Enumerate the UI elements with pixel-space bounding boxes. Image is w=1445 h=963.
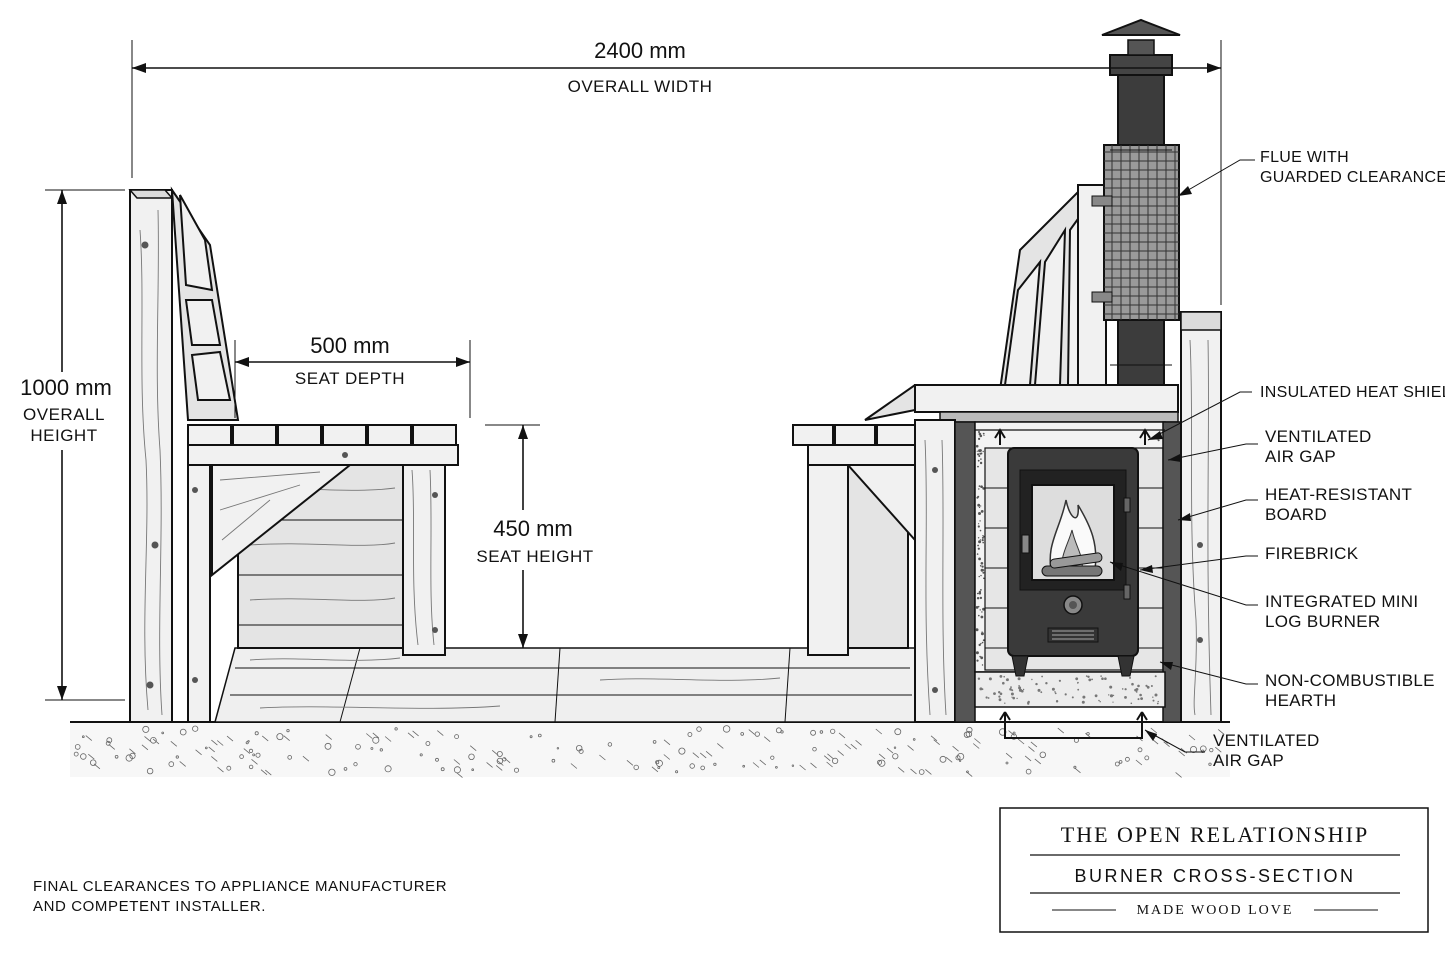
seat-slat <box>187 424 232 446</box>
callout-burner-line1: INTEGRATED MINI <box>1265 592 1418 611</box>
log-burner-stove <box>1007 447 1139 677</box>
callout-hearth: NON-COMBUSTIBLE HEARTH <box>1159 661 1435 710</box>
callout-heat-shield: INSULATED HEAT SHIELD <box>1147 384 1445 441</box>
callout-firebrick: FIREBRICK <box>1139 544 1359 573</box>
seat-depth-value: 500 mm <box>310 333 389 358</box>
callout-air-gap-bottom-line2: AIR GAP <box>1213 751 1284 770</box>
callout-air-gap-top-line2: AIR GAP <box>1265 447 1336 466</box>
ground <box>70 721 1230 778</box>
seat-depth-label: SEAT DEPTH <box>295 369 405 388</box>
callout-hearth-line2: HEARTH <box>1265 691 1336 710</box>
seat-slat <box>322 424 367 446</box>
callout-air-gap-bottom: VENTILATED AIR GAP <box>1144 729 1320 770</box>
seat-slat <box>232 424 277 446</box>
backrest-slats <box>179 194 232 401</box>
seat-slat <box>834 424 876 446</box>
note-line1: FINAL CLEARANCES TO APPLIANCE MANUFACTUR… <box>33 878 447 895</box>
callout-flue-line1: FLUE WITH <box>1260 149 1349 166</box>
dimension-seat-depth: 500 mm SEAT DEPTH <box>234 333 471 418</box>
seat-height-value: 450 mm <box>493 516 572 541</box>
callout-firebrick-text: FIREBRICK <box>1265 544 1359 563</box>
callout-hearth-line1: NON-COMBUSTIBLE <box>1265 671 1435 690</box>
dimension-overall-width: 2400 mm OVERALL WIDTH <box>131 38 1222 305</box>
left-seat-slats <box>187 424 457 446</box>
dimension-overall-height: 1000 mm OVERALL HEIGHT <box>20 189 125 701</box>
seat-slat <box>277 424 322 446</box>
callout-flue-line2: GUARDED CLEARANCE <box>1260 169 1445 186</box>
paved-floor <box>214 647 916 723</box>
height-value: 1000 mm <box>20 375 112 400</box>
credit-text: MADE WOOD LOVE <box>1137 903 1294 918</box>
callout-board-line2: BOARD <box>1265 505 1327 524</box>
callout-burner: INTEGRATED MINI LOG BURNER <box>1109 561 1418 631</box>
seat-height-label: SEAT HEIGHT <box>476 547 593 566</box>
seat-slat <box>876 424 918 446</box>
seat-slat <box>412 424 457 446</box>
seat-slat <box>792 424 834 446</box>
right-bench-with-burner <box>792 18 1222 739</box>
subtitle-text: BURNER CROSS-SECTION <box>1074 866 1355 886</box>
installer-note: FINAL CLEARANCES TO APPLIANCE MANUFACTUR… <box>33 878 447 915</box>
title-block: THE OPEN RELATIONSHIP BURNER CROSS-SECTI… <box>999 807 1429 933</box>
callout-burner-line2: LOG BURNER <box>1265 612 1380 631</box>
width-label: OVERALL WIDTH <box>568 77 713 96</box>
callout-flue: FLUE WITH GUARDED CLEARANCE <box>1177 149 1445 197</box>
height-label-2: HEIGHT <box>30 426 97 445</box>
callout-board-line1: HEAT-RESISTANT <box>1265 485 1412 504</box>
width-value: 2400 mm <box>594 38 686 63</box>
title-text: THE OPEN RELATIONSHIP <box>1061 822 1369 847</box>
height-label-1: OVERALL <box>23 405 105 424</box>
callout-air-gap-bottom-line1: VENTILATED <box>1213 731 1320 750</box>
callout-air-gap-top: VENTILATED AIR GAP <box>1167 427 1372 466</box>
flue-pipe <box>1091 18 1181 386</box>
right-seat-slats <box>792 424 918 446</box>
note-line2: AND COMPETENT INSTALLER. <box>33 898 266 915</box>
dimension-seat-height: 450 mm SEAT HEIGHT <box>476 424 593 649</box>
left-bench <box>128 186 459 723</box>
callout-air-gap-top-line1: VENTILATED <box>1265 427 1372 446</box>
seat-slat <box>367 424 412 446</box>
callout-board: HEAT-RESISTANT BOARD <box>1177 485 1412 524</box>
callout-heat-shield-text: INSULATED HEAT SHIELD <box>1260 384 1445 401</box>
